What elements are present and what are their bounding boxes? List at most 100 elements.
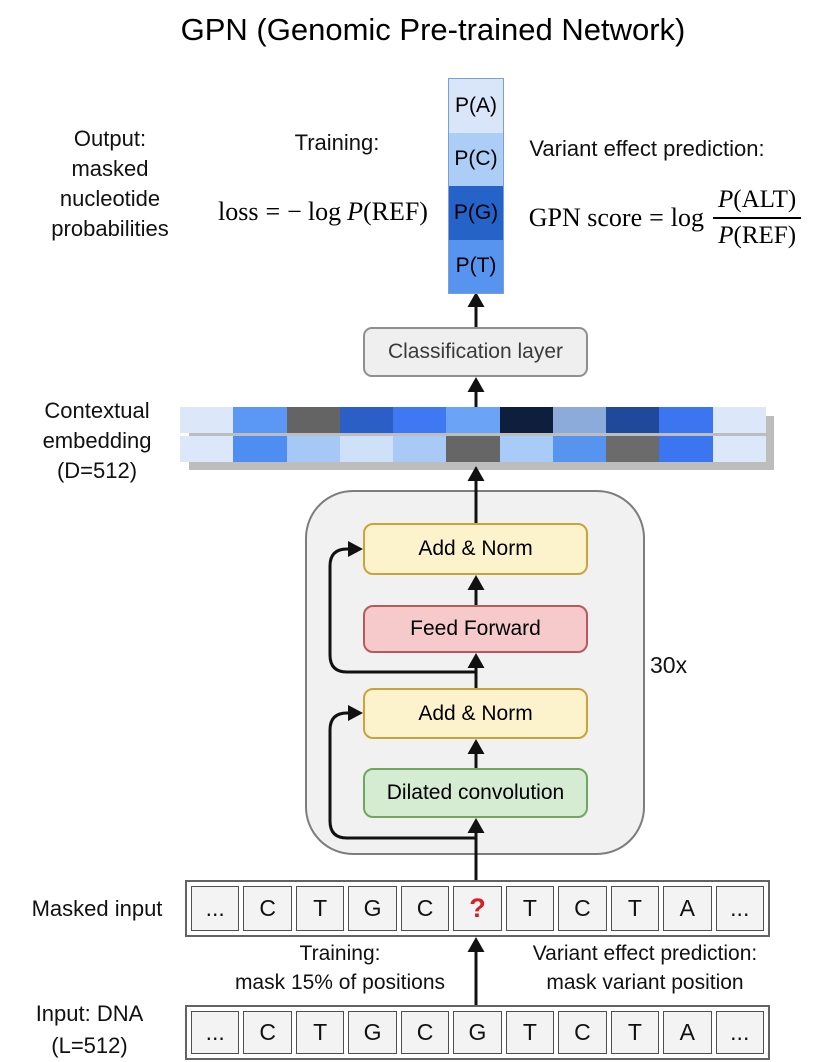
embedding-cell: [286, 407, 340, 433]
embedding-cell: [659, 436, 713, 462]
repeat-count-label: 30x: [650, 652, 688, 678]
vep-heading: Variant effect prediction:: [529, 136, 765, 161]
prob-symbol: P: [347, 197, 363, 226]
prob-cell: P(G): [449, 186, 503, 240]
embedding-cell: [606, 436, 660, 462]
embedding-label-line: Contextual: [44, 398, 150, 423]
embedding-strip: [180, 407, 766, 462]
probability-ratio: P(ALT) P(REF): [713, 186, 802, 250]
embedding-cell: [180, 436, 234, 462]
minus-sign: −: [287, 197, 302, 226]
dna-cell: T: [610, 1011, 660, 1054]
arrow-up-icon: [467, 818, 485, 833]
masked-input-label: Masked input: [31, 896, 163, 921]
arrow-up-icon: [467, 937, 485, 952]
gpn-score-term: GPN score: [528, 203, 643, 232]
dna-cell: T: [505, 1011, 555, 1054]
embedding-cell: [712, 407, 766, 433]
embedding-cell: [659, 407, 713, 433]
embedding-cell: [446, 407, 500, 433]
dna-input-label-line: (L=512): [51, 1033, 128, 1058]
prob-cell: P(C): [449, 132, 503, 186]
feed-forward-box: Feed Forward: [363, 605, 588, 653]
embedding-row: [180, 436, 766, 462]
loss-term: loss: [218, 197, 259, 226]
output-label-line: masked: [71, 156, 149, 181]
classification-layer-box: Classification layer: [363, 327, 588, 377]
embedding-cell: [499, 407, 553, 433]
dilated-convolution-box: Dilated convolution: [363, 768, 588, 818]
diagram-title: GPN (Genomic Pre-trained Network): [180, 12, 686, 47]
masked-cell: T: [295, 886, 345, 931]
embedding-cell: [339, 436, 394, 462]
dna-cell: A: [663, 1011, 712, 1054]
masked-cell: C: [558, 886, 607, 931]
dna-cell: G: [348, 1011, 397, 1054]
arrow-up-icon: [467, 739, 485, 754]
equals-sign: =: [265, 197, 281, 226]
gpn-score-formula: GPN score = log P(ALT) P(REF): [510, 183, 820, 253]
embedding-cell: [180, 407, 234, 433]
embedding-cell: [606, 407, 660, 433]
training-heading: Training:: [294, 130, 380, 155]
dna-input-label: Input: DNA (L=512): [12, 998, 167, 1062]
probability-column: P(A)P(C)P(G)P(T): [448, 78, 504, 294]
embedding-cell: [446, 436, 500, 462]
mid-training-label: Training: mask 15% of positions: [210, 939, 470, 997]
embedding-cell: [286, 436, 340, 462]
embedding-cell: [393, 407, 447, 433]
equals-sign: =: [649, 203, 664, 232]
arrow-right-icon: [348, 705, 363, 721]
masked-cell: ...: [191, 886, 240, 931]
add-norm-box-top: Add & Norm: [363, 523, 588, 575]
arrow-right-icon: [348, 541, 363, 557]
dna-cell: T: [295, 1011, 345, 1054]
arrow-up-icon: [467, 575, 485, 590]
dna-cell: C: [400, 1011, 450, 1054]
mid-training-line: Training:: [299, 942, 381, 965]
dna-cell: C: [558, 1011, 607, 1054]
output-label-line: nucleotide: [59, 186, 161, 211]
masked-cell: G: [348, 886, 397, 931]
arrow-up-icon: [467, 292, 485, 307]
embedding-label-line: embedding: [42, 428, 152, 453]
embedding-cell: [233, 436, 287, 462]
log-operator: log: [670, 203, 705, 232]
arrow-up-icon: [467, 466, 485, 481]
embedding-cell: [233, 407, 287, 433]
masked-cell: ?: [453, 886, 502, 931]
embedding-cell: [499, 436, 553, 462]
embedding-cell: [393, 436, 447, 462]
numerator: P(ALT): [718, 186, 797, 213]
dna-cell: ...: [715, 1011, 764, 1054]
arrow-up-icon: [467, 377, 485, 392]
embedding-cell: [339, 407, 394, 433]
mid-vep-line: mask variant position: [546, 971, 744, 994]
masked-cell: T: [610, 886, 660, 931]
denominator: P(REF): [713, 217, 802, 250]
ref-argument: (REF): [362, 197, 428, 226]
mid-vep-line: Variant effect prediction:: [532, 942, 758, 965]
mid-vep-label: Variant effect prediction: mask variant …: [500, 939, 790, 997]
arrow-up-icon: [467, 653, 485, 668]
log-operator: log: [307, 197, 342, 226]
training-loss-formula: loss = − log P (REF): [203, 197, 443, 227]
masked-cell: A: [663, 886, 712, 931]
embedding-label: Contextual embedding (D=512): [17, 396, 177, 486]
skip-connection-line: [328, 547, 476, 674]
masked-cell: ...: [715, 886, 764, 931]
embedding-cell: [712, 436, 766, 462]
embedding-cell: [552, 407, 607, 433]
skip-connection-line: [328, 711, 476, 840]
embedding-row: [180, 407, 766, 433]
embedding-label-line: (D=512): [56, 458, 138, 483]
embedding-cell: [552, 436, 607, 462]
output-label: Output: masked nucleotide probabilities: [30, 124, 190, 244]
dna-cell: ...: [191, 1011, 240, 1054]
output-label-line: Output:: [73, 126, 147, 151]
masked-cell: T: [505, 886, 555, 931]
